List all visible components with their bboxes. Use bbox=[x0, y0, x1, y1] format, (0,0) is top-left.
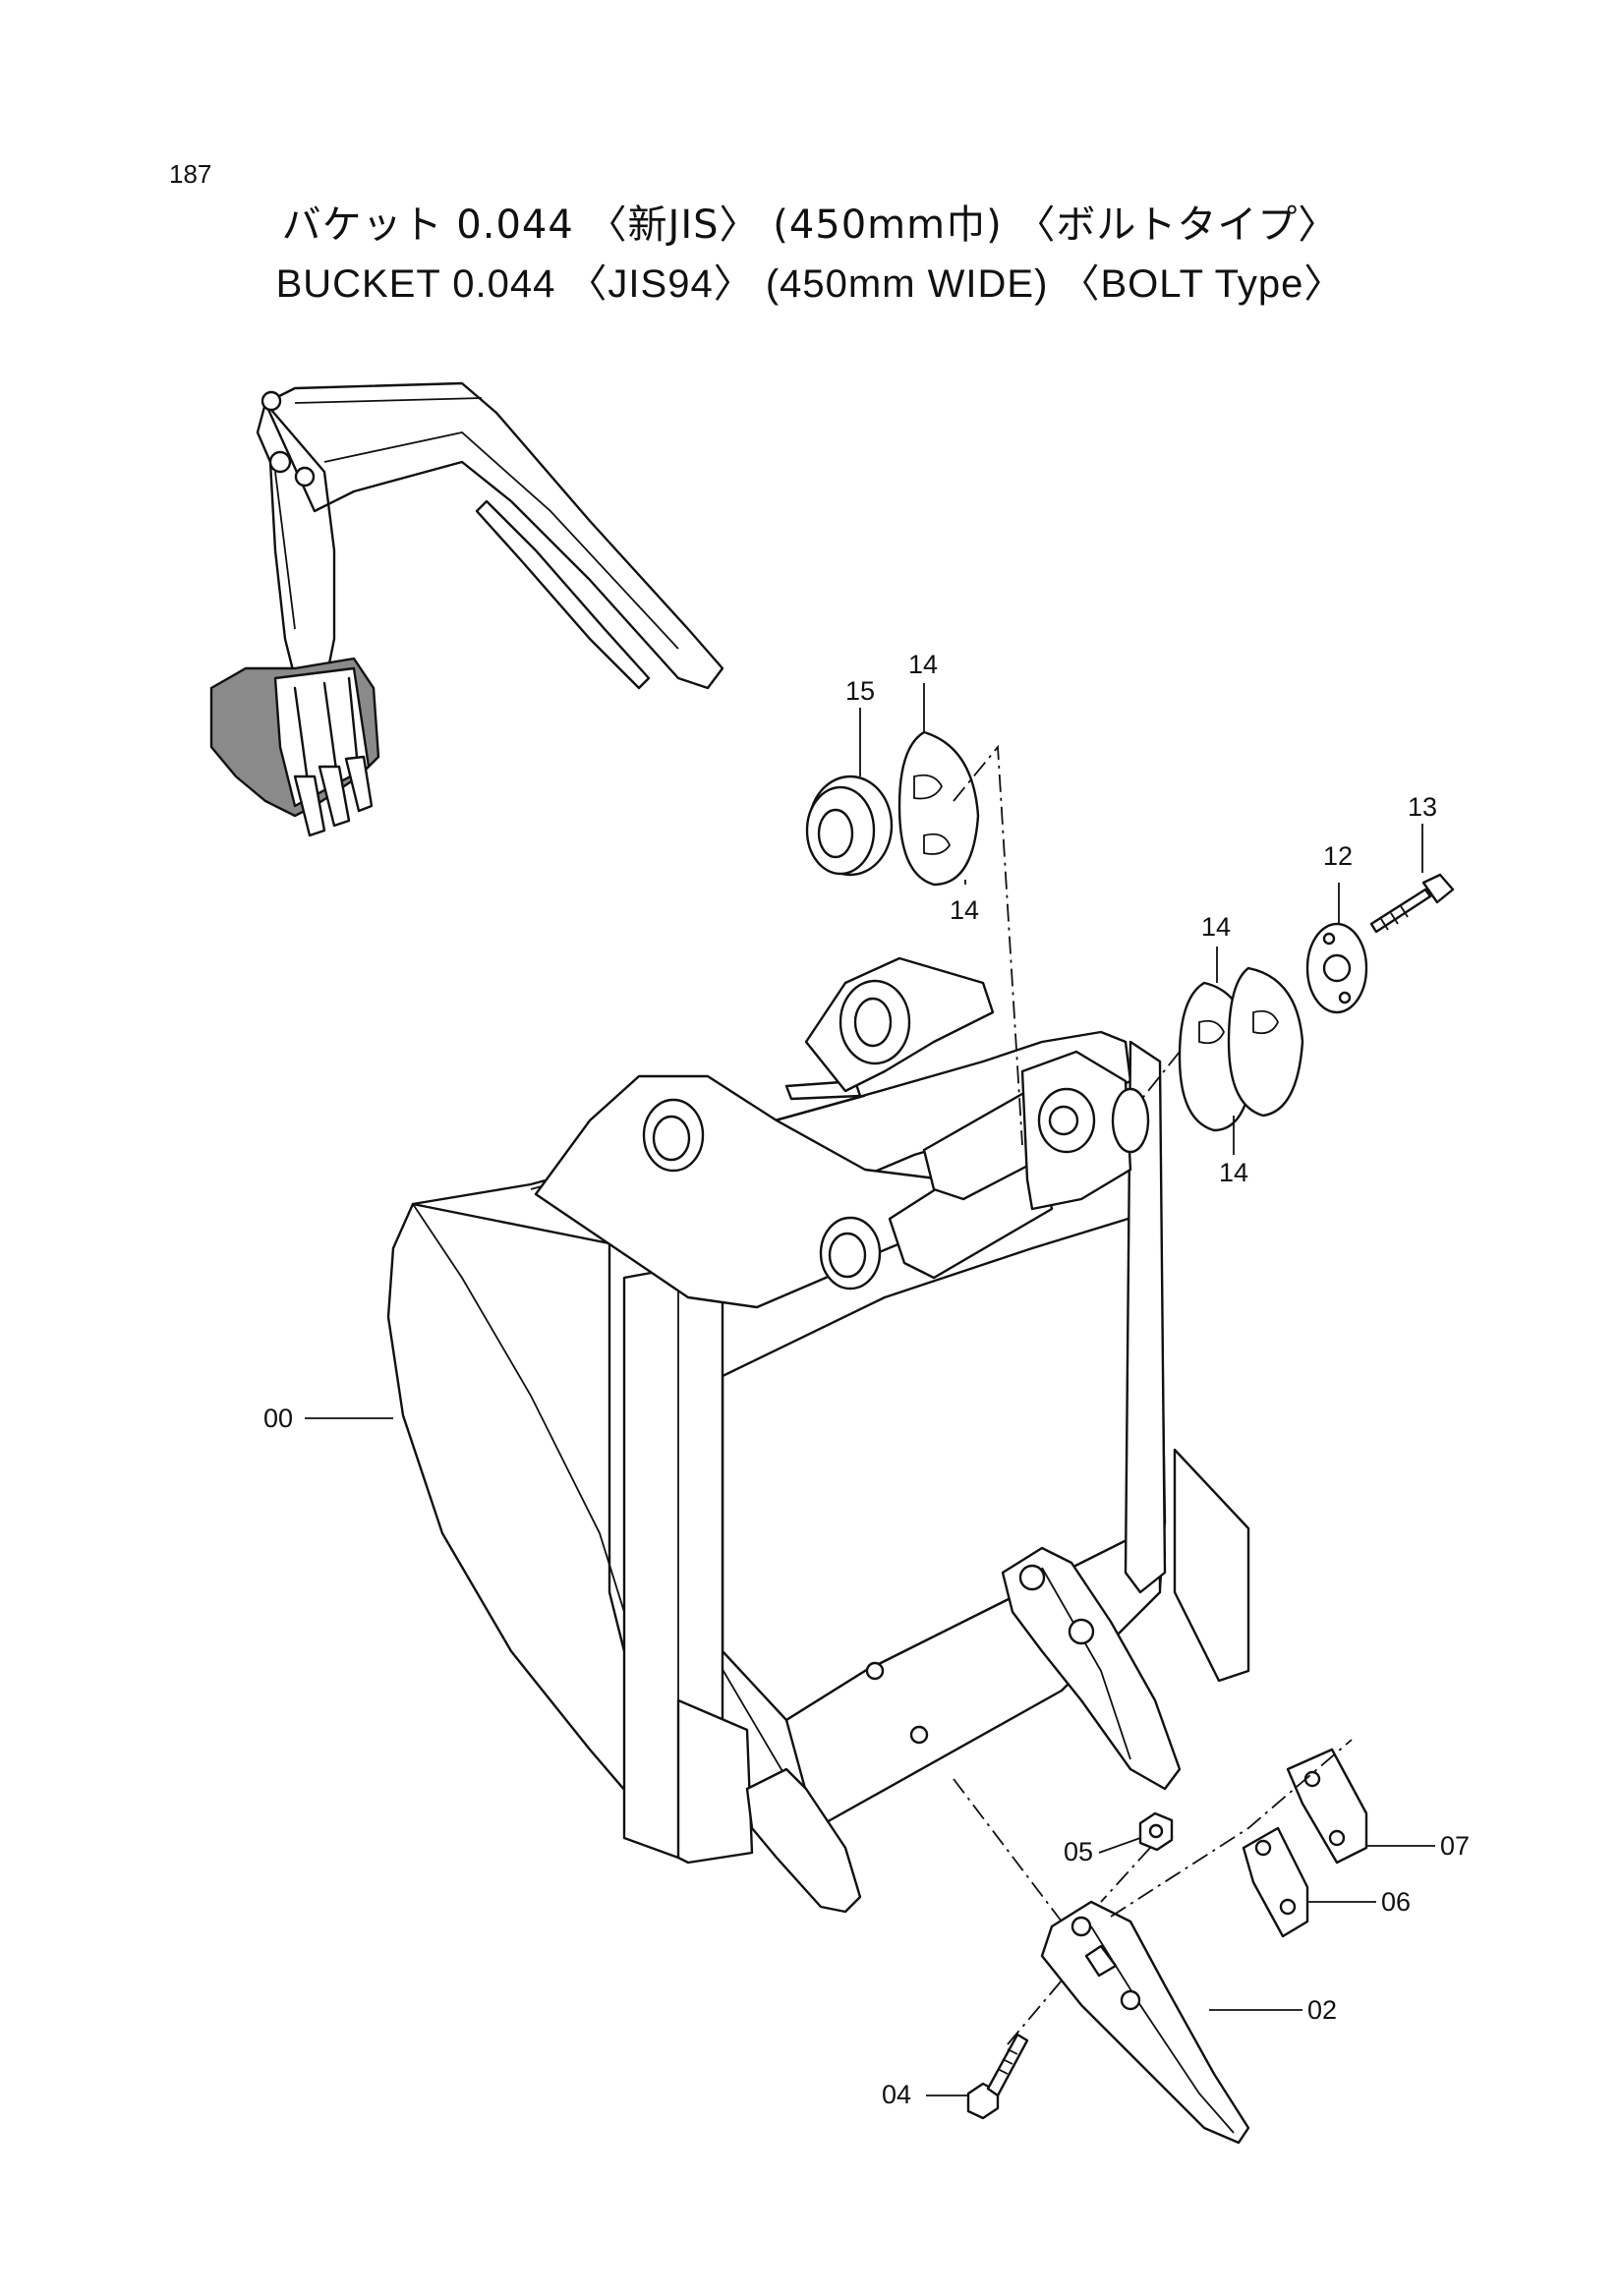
excavator-overview-illustration bbox=[209, 381, 724, 837]
label-part-14-middle: 14 bbox=[950, 895, 979, 925]
bucket-teeth-installed bbox=[745, 1546, 1182, 1914]
label-part-04: 04 bbox=[882, 2080, 911, 2109]
leader-lines bbox=[305, 683, 1435, 2096]
label-part-05: 05 bbox=[1064, 1837, 1093, 1866]
label-part-15: 15 bbox=[845, 676, 875, 706]
label-part-12: 12 bbox=[1323, 841, 1353, 871]
title-english: BUCKET 0.044 〈JIS94〉 (450mm WIDE) 〈BOLT … bbox=[275, 262, 1345, 306]
pin-shim-assembly bbox=[805, 730, 1455, 1146]
label-part-13: 13 bbox=[1408, 792, 1437, 822]
label-part-14-upper: 14 bbox=[908, 650, 938, 679]
tooth-exploded-assembly bbox=[953, 1739, 1368, 2145]
label-part-14-right-upper: 14 bbox=[1201, 912, 1231, 942]
label-part-00: 00 bbox=[263, 1404, 293, 1433]
title-japanese: バケット 0.044 〈新JIS〉 (450mm巾) 〈ボルトタイプ〉 bbox=[281, 202, 1339, 248]
label-part-06: 06 bbox=[1381, 1887, 1411, 1917]
label-part-02: 02 bbox=[1307, 1995, 1337, 2025]
label-part-14-right-lower: 14 bbox=[1219, 1158, 1248, 1187]
bucket-brackets bbox=[534, 956, 1150, 1309]
page-number: 187 bbox=[169, 159, 212, 189]
label-part-07: 07 bbox=[1440, 1831, 1470, 1861]
